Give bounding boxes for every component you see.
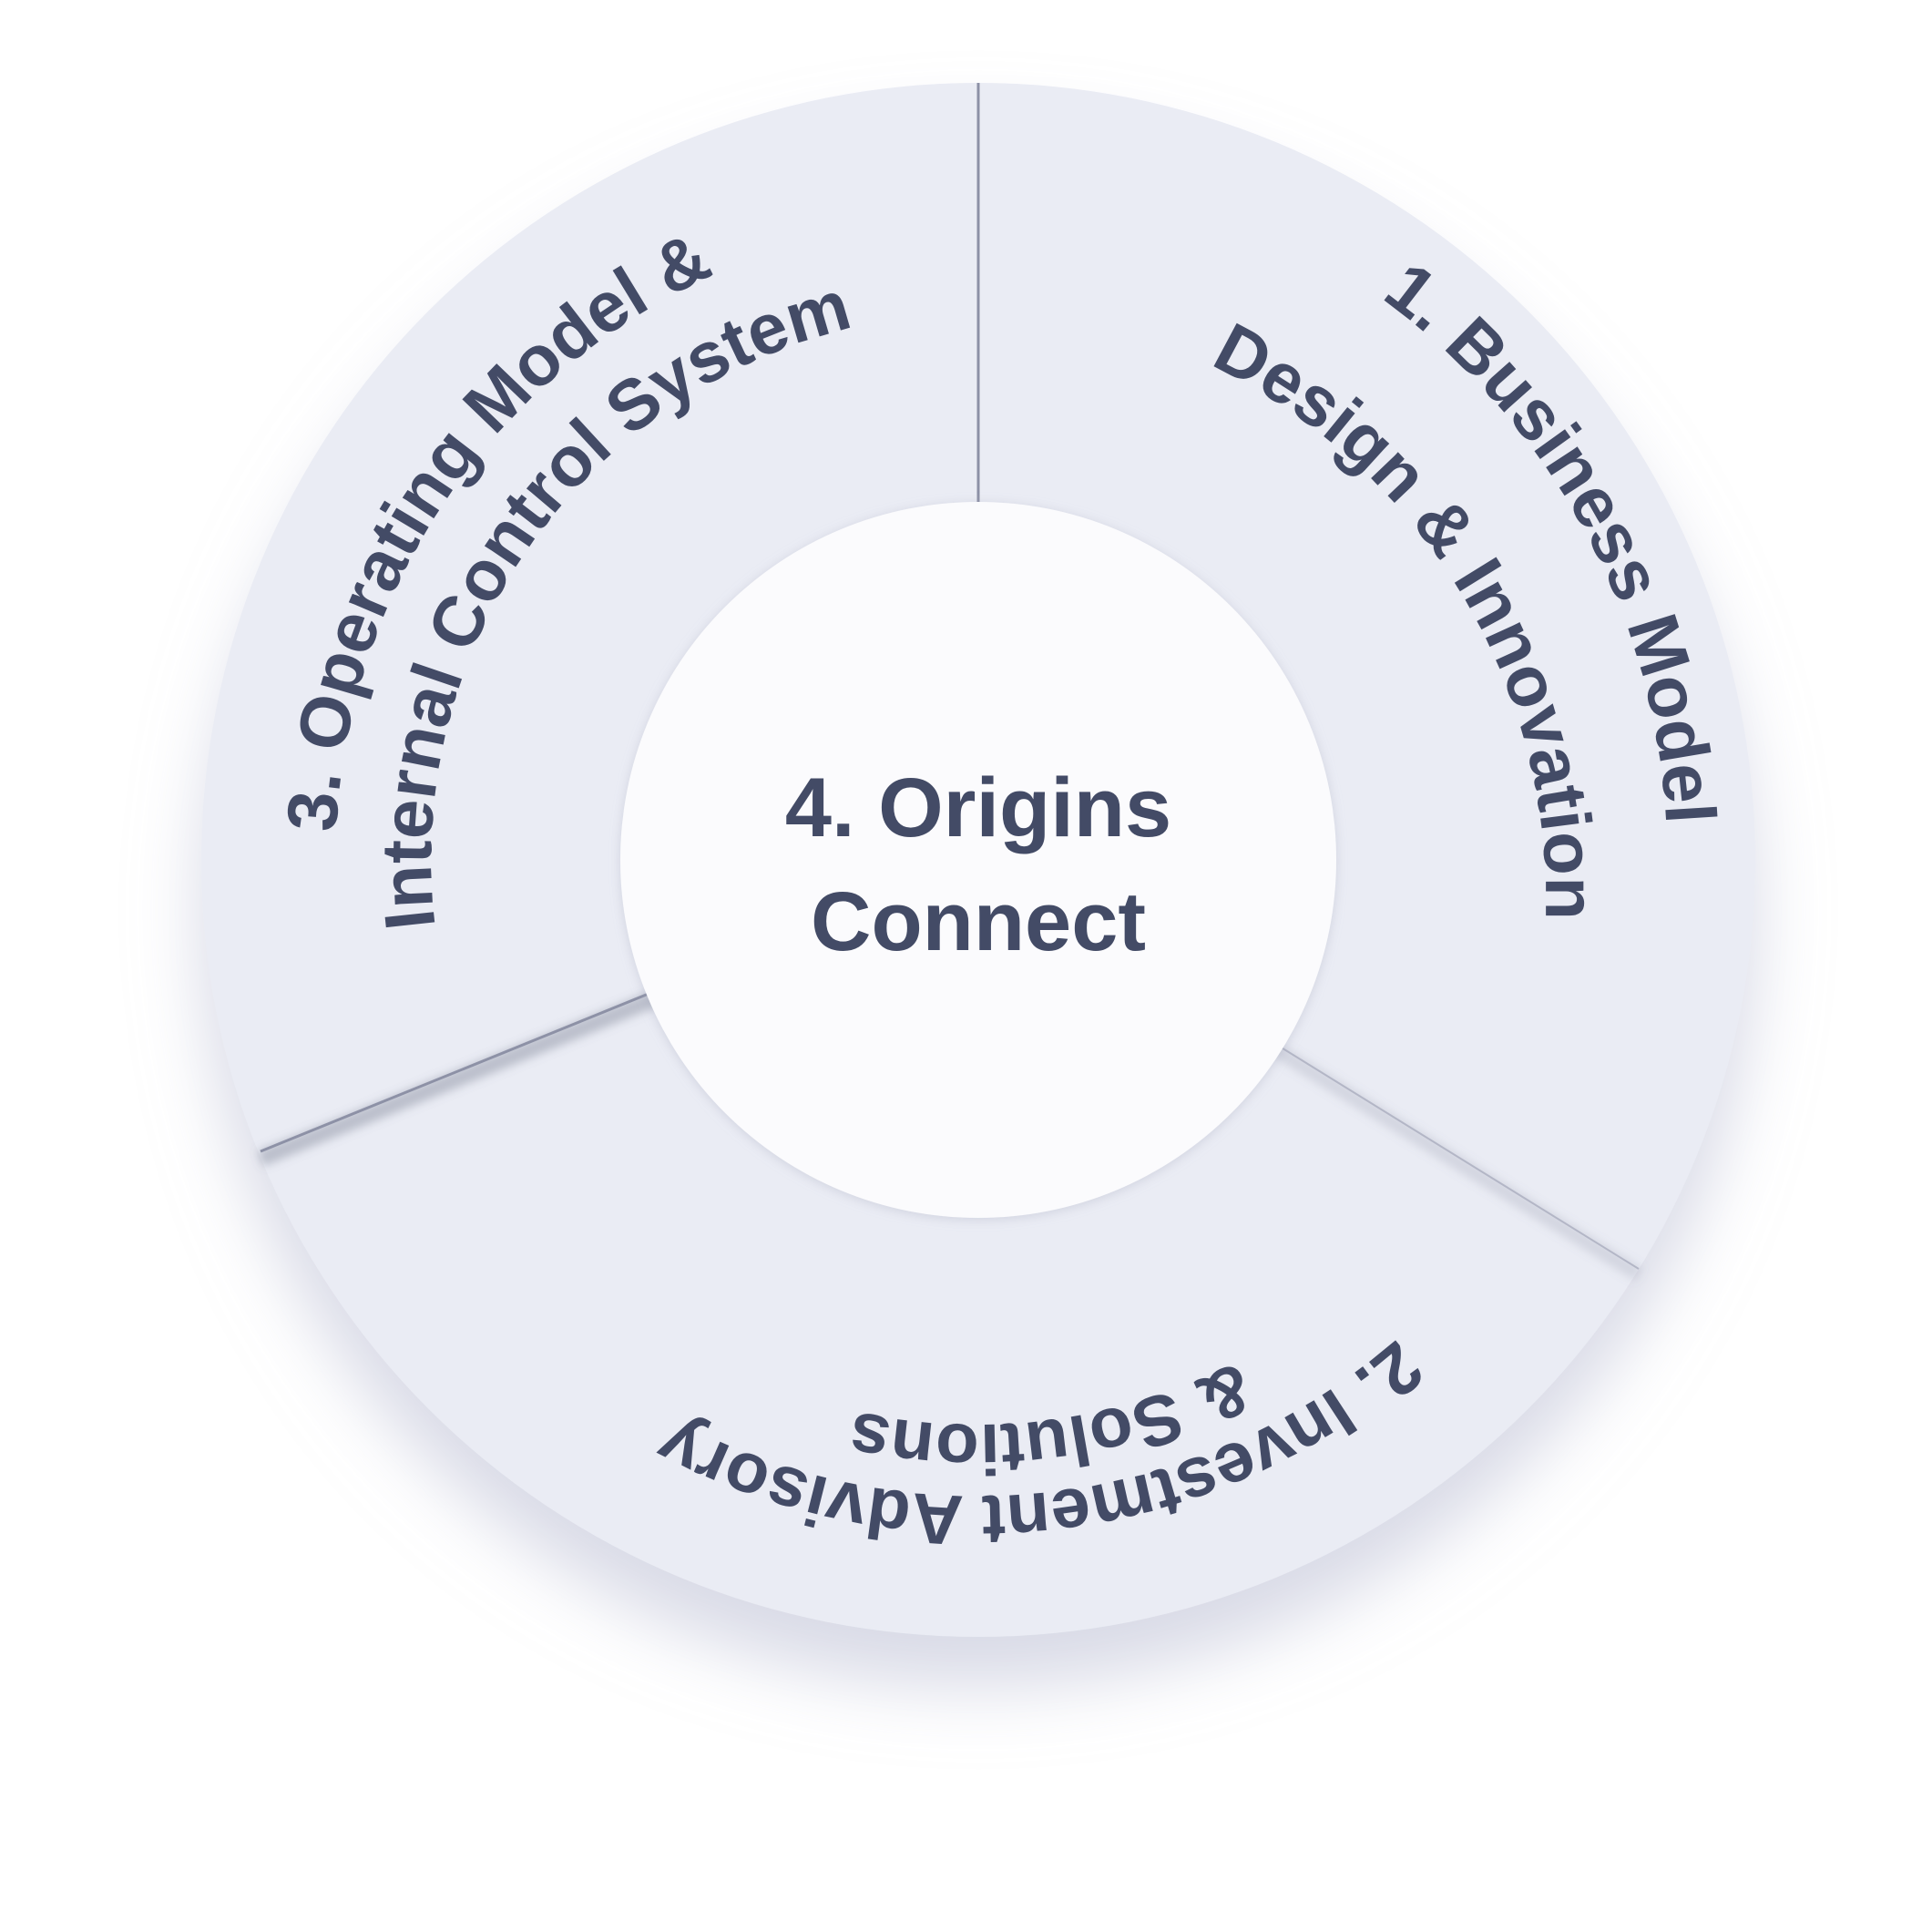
center-label: 4. Origins Connect bbox=[785, 762, 1171, 968]
center-title-line2: Connect bbox=[811, 875, 1146, 968]
center-circle bbox=[620, 502, 1336, 1218]
center-title-line1: 4. Origins bbox=[785, 762, 1171, 854]
